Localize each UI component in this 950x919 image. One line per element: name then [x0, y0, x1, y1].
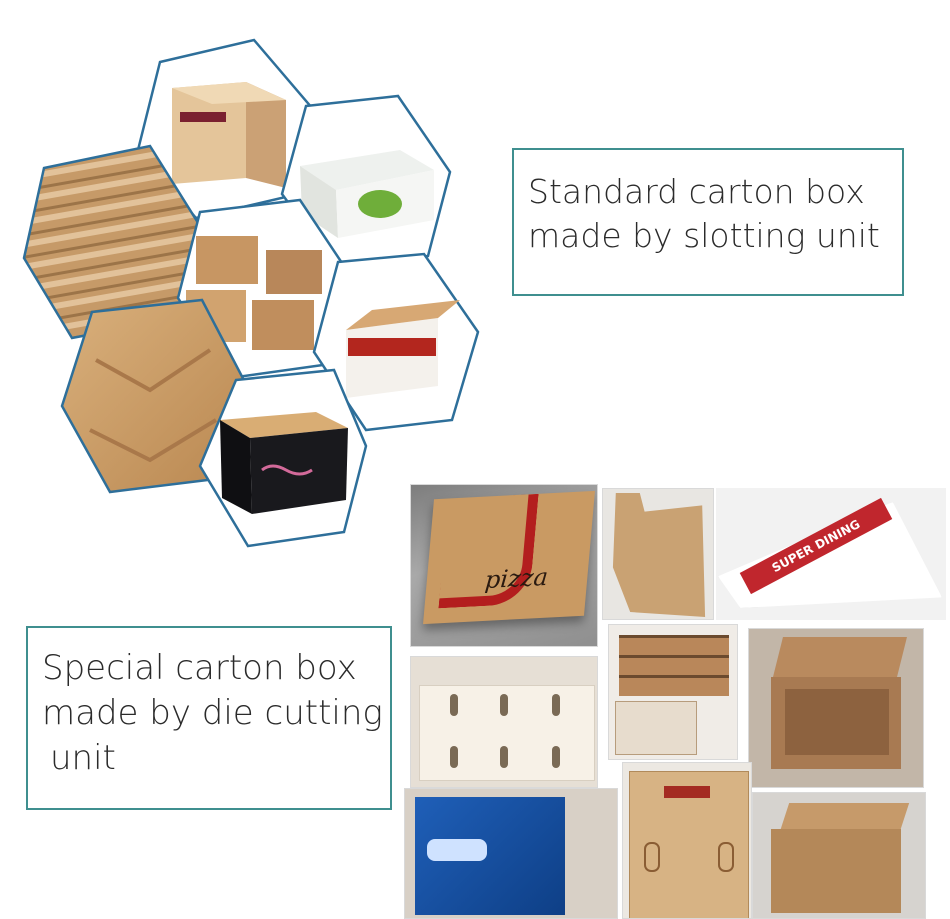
photo-printed-template — [622, 762, 752, 919]
caption-line: Special carton box — [42, 648, 357, 688]
hexagon-collage — [22, 38, 480, 548]
photo-pizza-slice-box: SUPER DINING — [716, 488, 946, 620]
photo-mailer-box-2 — [752, 792, 926, 919]
special-carton-caption: Special carton box made by die cutting u… — [26, 626, 392, 810]
photo-stacked-boxes — [608, 624, 738, 760]
hex-open-red-box — [312, 252, 480, 432]
photo-blue-box — [404, 788, 618, 919]
hex-brown-box-stack — [176, 198, 354, 380]
caption-line: unit — [50, 737, 116, 778]
fruit-icon — [358, 190, 402, 218]
photo-flat-carton — [602, 488, 714, 620]
hex-printed-carton — [136, 38, 314, 220]
script-logo-icon — [261, 464, 313, 476]
photo-pizza-box: pizza — [410, 484, 598, 647]
photo-diecut-sheet — [410, 656, 598, 788]
hex-kraft-sheet — [60, 298, 250, 494]
caption-line: made by slotting unit — [528, 215, 880, 255]
hex-white-fruit-box — [280, 94, 452, 270]
standard-carton-caption: Standard carton box made by slotting uni… — [512, 148, 904, 296]
caption-line: made by die cutting — [42, 692, 383, 733]
pizza-label: pizza — [483, 562, 550, 595]
hex-black-gift-box — [198, 368, 368, 548]
photo-mailer-box — [748, 628, 924, 788]
brand-mark — [180, 112, 226, 122]
caption-line: Standard carton box — [528, 172, 865, 211]
